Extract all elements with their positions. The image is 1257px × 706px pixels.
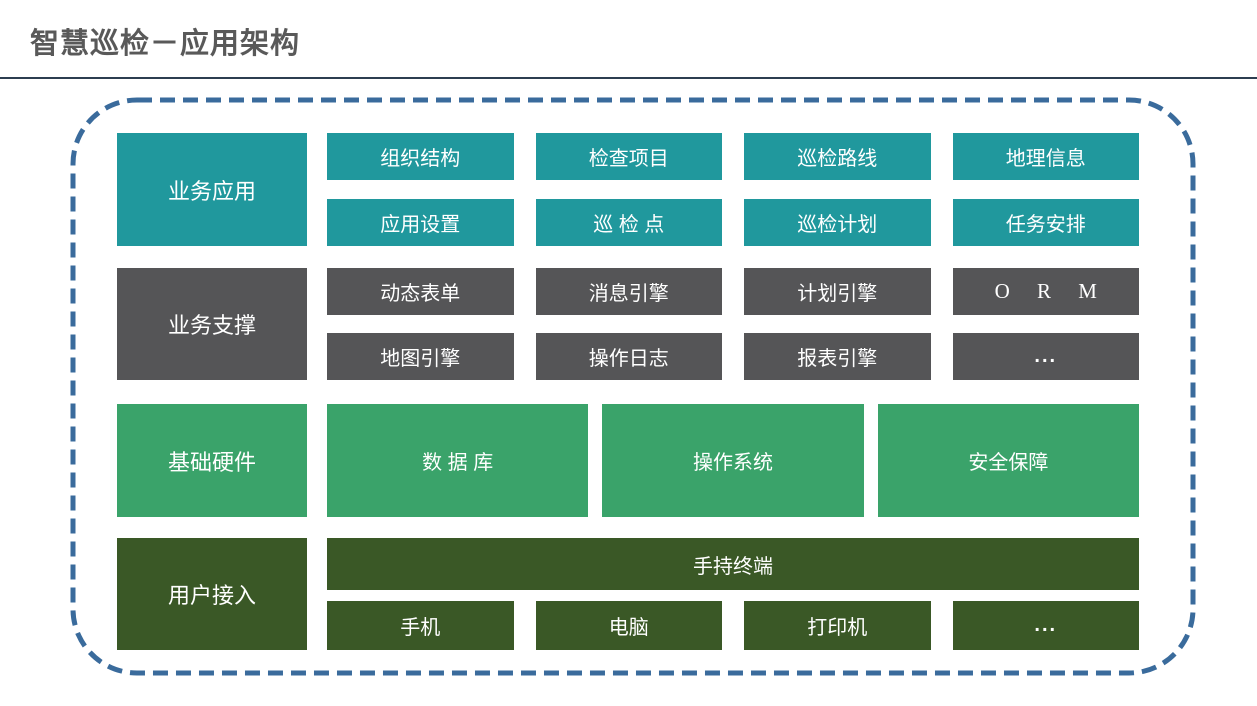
box-plan-engine: 计划引擎 [744,268,931,315]
box-computer: 电脑 [535,601,722,650]
box-security: 安全保障 [877,404,1139,517]
infrastructure-row: 数 据 库 操作系统 安全保障 [327,404,1139,517]
layer-infrastructure: 基础硬件 数 据 库 操作系统 安全保障 [117,404,1139,517]
box-dynamic-forms: 动态表单 [327,268,514,315]
layer-infrastructure-content: 数 据 库 操作系统 安全保障 [327,404,1139,517]
box-message-engine: 消息引擎 [535,268,722,315]
page-title: 智慧巡检－应用架构 [30,28,301,60]
box-operation-logs: 操作日志 [535,333,722,380]
title-divider [0,77,1257,79]
box-operating-system: 操作系统 [602,404,864,517]
dashed-border-frame [70,97,1196,676]
box-report-engine: 报表引擎 [744,333,931,380]
business-apps-row-1: 组织结构 检查项目 巡检路线 地理信息 [327,133,1139,180]
box-map-engine: 地图引擎 [327,333,514,380]
business-support-row-1: 动态表单 消息引擎 计划引擎 O R M [327,268,1139,315]
layer-label-user-access: 用户接入 [117,538,307,650]
box-mobile-phone: 手机 [327,601,514,650]
layer-user-access: 用户接入 手持终端 手机 电脑 打印机 ... [117,538,1139,650]
box-task-schedule: 任务安排 [952,199,1139,246]
layer-label-infrastructure: 基础硬件 [117,404,307,517]
box-more-support: ... [952,333,1139,380]
box-handheld-terminal: 手持终端 [327,538,1139,590]
box-orm: O R M [952,268,1139,315]
layer-business-apps: 业务应用 组织结构 检查项目 巡检路线 地理信息 应用设置 巡 检 点 巡检计划… [117,133,1139,246]
layer-business-support: 业务支撑 动态表单 消息引擎 计划引擎 O R M 地图引擎 操作日志 报表引擎… [117,268,1139,380]
layer-label-business-apps: 业务应用 [117,133,307,246]
box-app-settings: 应用设置 [327,199,514,246]
layer-label-business-support: 业务支撑 [117,268,307,380]
box-more-devices: ... [952,601,1139,650]
user-access-row: 手机 电脑 打印机 ... [327,601,1139,650]
box-inspection-items: 检查项目 [535,133,722,180]
business-apps-row-2: 应用设置 巡 检 点 巡检计划 任务安排 [327,199,1139,246]
business-support-row-2: 地图引擎 操作日志 报表引擎 ... [327,333,1139,380]
architecture-diagram: 业务应用 组织结构 检查项目 巡检路线 地理信息 应用设置 巡 检 点 巡检计划… [117,133,1139,650]
layer-business-apps-content: 组织结构 检查项目 巡检路线 地理信息 应用设置 巡 检 点 巡检计划 任务安排 [327,133,1139,246]
box-org-structure: 组织结构 [327,133,514,180]
box-patrol-routes: 巡检路线 [744,133,931,180]
layer-user-access-content: 手持终端 手机 电脑 打印机 ... [327,538,1139,650]
box-patrol-points: 巡 检 点 [535,199,722,246]
box-database: 数 据 库 [327,404,589,517]
layer-business-support-content: 动态表单 消息引擎 计划引擎 O R M 地图引擎 操作日志 报表引擎 ... [327,268,1139,380]
box-printer: 打印机 [744,601,931,650]
box-patrol-plans: 巡检计划 [744,199,931,246]
box-geo-info: 地理信息 [952,133,1139,180]
